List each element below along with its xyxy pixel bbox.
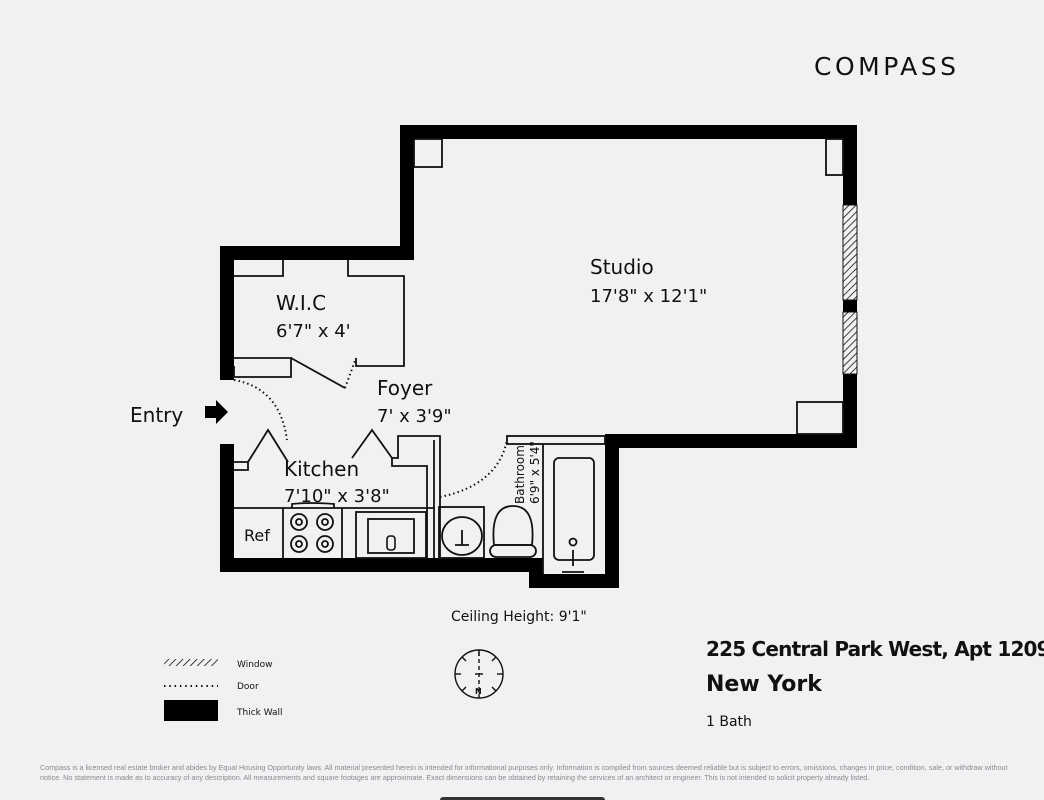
bathroom-dims: 6'9" x 5'4" xyxy=(528,441,542,504)
interior-walls xyxy=(233,138,844,574)
entry-label: Entry xyxy=(130,403,183,427)
legend: Window Door Thick Wall xyxy=(164,659,283,721)
listing-city: New York xyxy=(706,672,823,697)
bathroom-fixtures xyxy=(438,457,595,573)
bathroom-name: Bathroom xyxy=(513,445,527,504)
north-label: N xyxy=(475,687,482,696)
ceiling-height: Ceiling Height: 9'1" xyxy=(451,609,587,625)
foyer-dims: 7' x 3'9" xyxy=(377,406,452,427)
toilet-icon xyxy=(492,505,534,546)
kitchen-dims: 7'10" x 3'8" xyxy=(284,486,390,507)
kitchen-name: Kitchen xyxy=(284,457,359,481)
compass-logo: COMPASS xyxy=(814,52,960,81)
window xyxy=(842,204,858,375)
north-compass-icon xyxy=(454,649,504,699)
wic-name: W.I.C xyxy=(276,291,326,315)
door-swings xyxy=(233,357,508,498)
wall-legend-swatch xyxy=(164,700,218,721)
disclaimer: Compass is a licensed real estate broker… xyxy=(40,763,1008,782)
legend-label-door: Door xyxy=(237,682,259,692)
studio-name: Studio xyxy=(590,255,654,279)
window-legend-swatch xyxy=(164,659,218,666)
bottom-tab xyxy=(440,797,605,800)
studio-dims: 17'8" x 12'1" xyxy=(590,286,707,307)
legend-label-window: Window xyxy=(237,660,273,670)
foyer-name: Foyer xyxy=(377,376,433,400)
thick-walls xyxy=(220,125,857,588)
wic-dims: 6'7" x 4' xyxy=(276,321,351,342)
listing-address: 225 Central Park West, Apt 1209 xyxy=(706,637,1044,661)
listing-baths: 1 Bath xyxy=(706,714,752,730)
entry-arrow-icon xyxy=(205,400,228,424)
ref-label: Ref xyxy=(244,526,270,545)
kitchen-sink-faucet-icon xyxy=(386,535,396,551)
legend-label-thick-wall: Thick Wall xyxy=(236,708,283,718)
stove-icon xyxy=(290,513,334,553)
